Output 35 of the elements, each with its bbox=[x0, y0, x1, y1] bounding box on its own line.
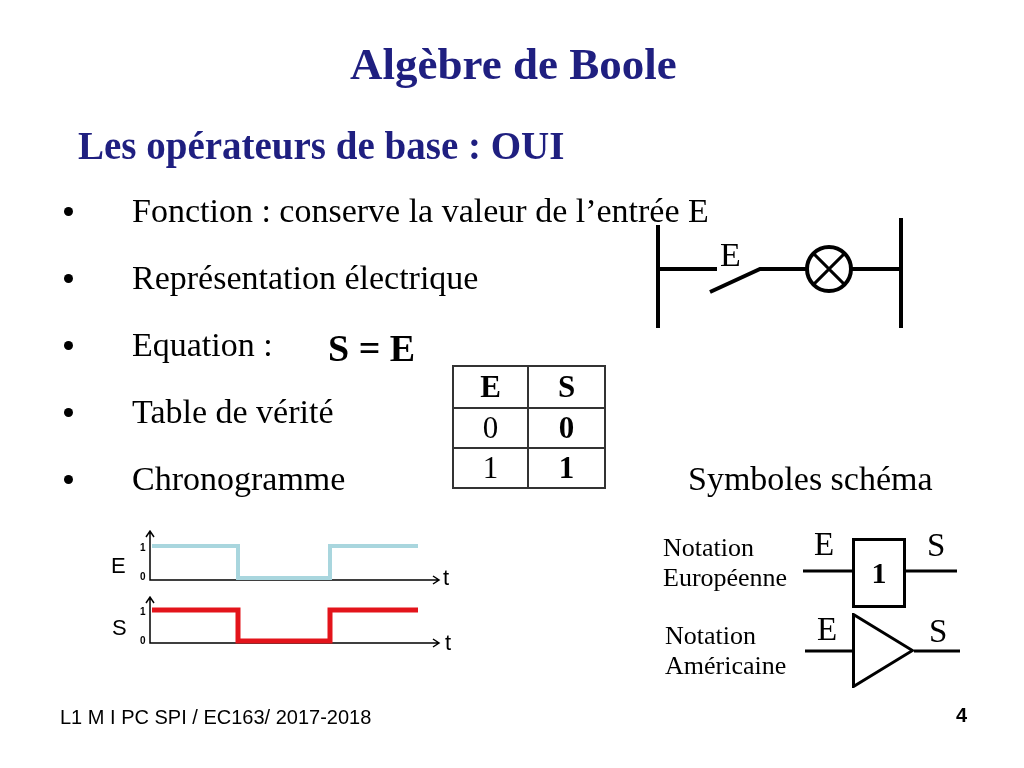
table-cell: S bbox=[527, 365, 606, 409]
equation: S = E bbox=[328, 327, 416, 371]
bullet-text: Chronogramme bbox=[132, 459, 346, 499]
slide-title: Algèbre de Boole bbox=[350, 39, 677, 91]
bullet-text: Fonction : conserve la valeur de l’entrée E bbox=[132, 191, 709, 231]
page-number: 4 bbox=[956, 704, 968, 727]
pin-label: S bbox=[929, 613, 948, 651]
switch-label: E bbox=[720, 235, 741, 275]
buffer-gate-triangle bbox=[852, 613, 914, 688]
axis-label: t bbox=[445, 630, 452, 656]
notation-label: Notation Européenne bbox=[663, 533, 789, 593]
section-label: Symboles schéma bbox=[688, 459, 933, 499]
wire bbox=[906, 569, 957, 573]
logic-gate-box: 1 bbox=[852, 538, 906, 608]
pin-label: E bbox=[817, 611, 838, 649]
wire bbox=[805, 649, 852, 653]
bullet-text: Equation : bbox=[132, 325, 273, 365]
table-cell: E bbox=[452, 365, 529, 409]
bullet-text: Table de vérité bbox=[132, 392, 334, 432]
axis-tick-label: 0 bbox=[140, 635, 146, 647]
pin-label: E bbox=[814, 526, 835, 564]
table-cell: 1 bbox=[527, 447, 606, 489]
axis-tick-label: 1 bbox=[140, 606, 146, 618]
axis-tick-label: 1 bbox=[140, 542, 146, 554]
table-cell: 1 bbox=[452, 447, 529, 489]
bullet-text: Représentation électrique bbox=[132, 258, 479, 298]
signal-name: E bbox=[111, 553, 126, 579]
footer-text: L1 M I PC SPI / EC163/ 2017-2018 bbox=[60, 706, 372, 729]
axis-tick-label: 0 bbox=[140, 571, 146, 583]
wire bbox=[914, 649, 960, 653]
pin-label: S bbox=[927, 527, 946, 565]
section-heading: Les opérateurs de base : OUI bbox=[78, 124, 565, 169]
signal-name: S bbox=[112, 615, 127, 641]
notation-label: Notation Américaine bbox=[665, 621, 788, 681]
axis-label: t bbox=[443, 565, 450, 591]
